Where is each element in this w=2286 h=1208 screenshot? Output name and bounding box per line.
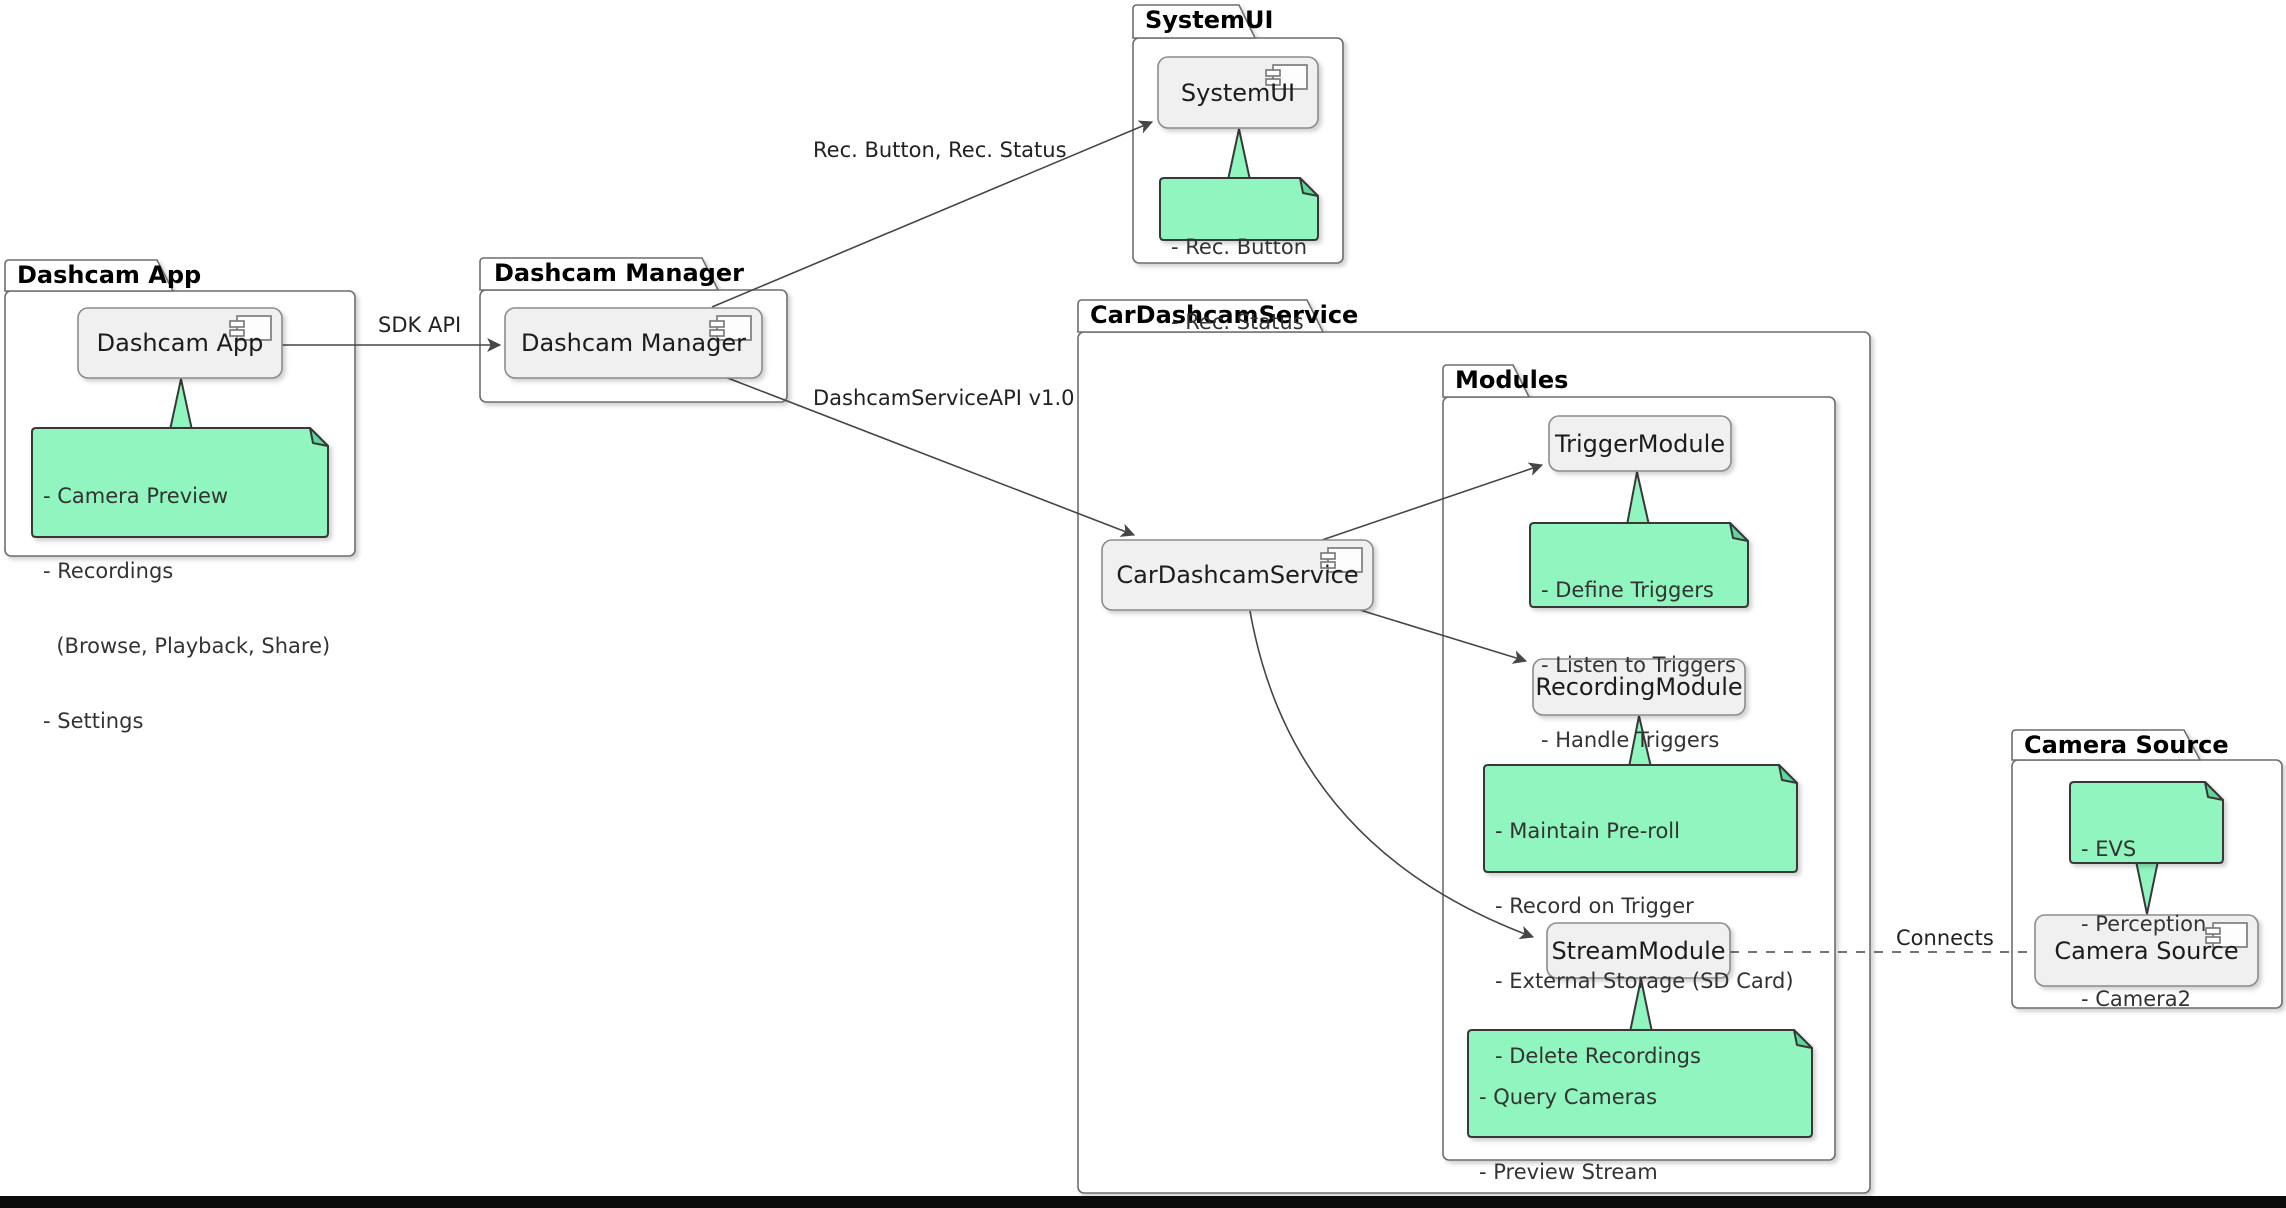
note-line: - Delete Recordings (1495, 1044, 1701, 1068)
note-line: - Rec. Status (1171, 310, 1304, 334)
note-line: - Rec. Button (1171, 235, 1308, 259)
note-text-camera-source: - EVS - Perception - Camera2 (2081, 787, 2206, 1062)
edge-to-recording-module (1359, 609, 1528, 664)
edge-to-stream-module (1249, 610, 1535, 940)
package-title-modules: Modules (1455, 366, 1569, 394)
note-text-systemui: - Rec. Button - Rec. Status (1171, 185, 1307, 385)
note-text-trigger-module: - Define Triggers - Listen to Triggers -… (1541, 528, 1736, 803)
note-camera-source (2069, 781, 2224, 864)
note-text-recording-module: - Maintain Pre-roll - Record on Trigger … (1495, 769, 1794, 1119)
component-systemui (1157, 56, 1319, 129)
edge-label-connects: Connects (1896, 926, 1994, 950)
note-line: - Recordings (43, 559, 174, 583)
package-title-car-dashcam-service: CarDashcamService (1090, 301, 1359, 329)
note-recording-module (1483, 764, 1798, 873)
component-label-dashcam-manager: Dashcam Manager (520, 329, 746, 357)
edge-label-service-api: DashcamServiceAPI v1.0 (813, 386, 1075, 410)
note-line: - Settings (43, 709, 144, 733)
component-label-recording-module: RecordingModule (1535, 673, 1743, 701)
component-label-stream-module: StreamModule (1551, 936, 1726, 965)
note-line: - Maintain Pre-roll (1495, 819, 1680, 843)
note-line: - Handle Triggers (1541, 728, 1720, 752)
note-line: - Define Triggers (1541, 578, 1714, 602)
note-line: - Perception (2081, 912, 2207, 936)
edge-label-rec-status: Rec. Button, Rec. Status (813, 138, 1067, 162)
component-stream-module (1546, 922, 1731, 979)
note-line: - Record on Trigger (1495, 894, 1694, 918)
note-trigger-module (1529, 522, 1749, 608)
note-systemui (1159, 177, 1319, 241)
note-dashcam-app (31, 427, 329, 538)
edge-to-trigger-module (1321, 462, 1544, 541)
component-label-trigger-module: TriggerModule (1554, 429, 1726, 458)
edge-service-api (724, 376, 1136, 537)
package-title-systemui: SystemUI (1145, 6, 1274, 34)
edge-rec-status (711, 120, 1154, 308)
note-line: - Query Cameras (1479, 1085, 1658, 1109)
note-line: - Camera Preview (43, 484, 229, 508)
note-stream-module (1467, 1029, 1813, 1138)
edge-label-sdk-api: SDK API (378, 313, 462, 337)
note-line: - External Storage (SD Card) (1495, 969, 1794, 993)
component-dashcam-manager (504, 307, 763, 379)
note-line: - Listen to Triggers (1541, 653, 1736, 677)
note-line: (Browse, Playback, Share) (43, 634, 331, 658)
package-title-dashcam-app: Dashcam App (17, 261, 202, 289)
component-car-dashcam-service (1101, 539, 1374, 611)
component-label-car-dashcam-service: CarDashcamService (1116, 561, 1359, 589)
note-line: - Preview Stream (1479, 1160, 1658, 1184)
note-line: - Camera2 (2081, 987, 2192, 1011)
package-title-camera-source: Camera Source (2024, 731, 2229, 759)
component-camera-source (2034, 914, 2259, 987)
note-line: - EVS (2081, 837, 2137, 861)
component-label-systemui: SystemUI (1180, 78, 1296, 107)
bottom-black-bar (0, 1196, 2286, 1208)
note-text-dashcam-app: - Camera Preview - Recordings (Browse, P… (43, 434, 330, 784)
component-dashcam-app (77, 307, 283, 379)
note-text-stream-module: - Query Cameras - Preview Stream - Snaps… (1479, 1035, 1814, 1208)
component-trigger-module (1548, 415, 1732, 472)
package-title-dashcam-manager: Dashcam Manager (494, 259, 744, 287)
component-label-camera-source: Camera Source (2054, 936, 2239, 965)
component-recording-module (1532, 658, 1746, 716)
component-label-dashcam-app: Dashcam App (96, 329, 264, 357)
